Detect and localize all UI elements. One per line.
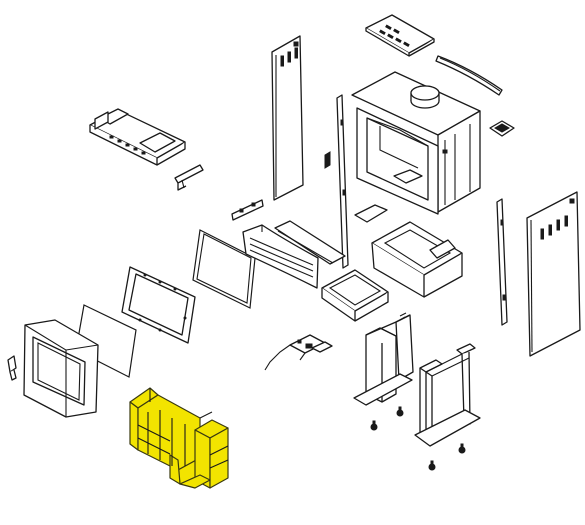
firebox-body[interactable]	[351, 71, 481, 215]
right-side-panel[interactable]	[526, 191, 581, 357]
leveling-feet[interactable]	[370, 406, 466, 471]
door-handle[interactable]	[7, 355, 17, 381]
air-vent-grille[interactable]	[489, 120, 515, 137]
heat-shield[interactable]	[354, 204, 463, 298]
glass-panel[interactable]	[192, 229, 256, 309]
pedestal-front[interactable]	[353, 312, 414, 406]
wire-harness[interactable]	[264, 334, 333, 371]
blower-assembly[interactable]	[89, 108, 186, 166]
pedestal-rear[interactable]	[414, 343, 481, 447]
top-curved-trim[interactable]	[435, 55, 503, 96]
top-cover-strip[interactable]	[274, 220, 346, 265]
small-bracket[interactable]	[231, 199, 264, 221]
front-door[interactable]	[23, 319, 99, 418]
blower-bracket[interactable]	[174, 164, 204, 191]
door-gasket[interactable]	[121, 266, 196, 344]
ash-tray[interactable]	[321, 269, 389, 322]
louver-assembly[interactable]	[242, 224, 319, 289]
right-rail[interactable]	[496, 198, 508, 326]
fire-brick-set[interactable]	[129, 387, 229, 489]
top-baffle-plate[interactable]	[365, 14, 435, 57]
left-side-panel[interactable]	[271, 35, 304, 201]
left-rail[interactable]	[324, 94, 349, 269]
